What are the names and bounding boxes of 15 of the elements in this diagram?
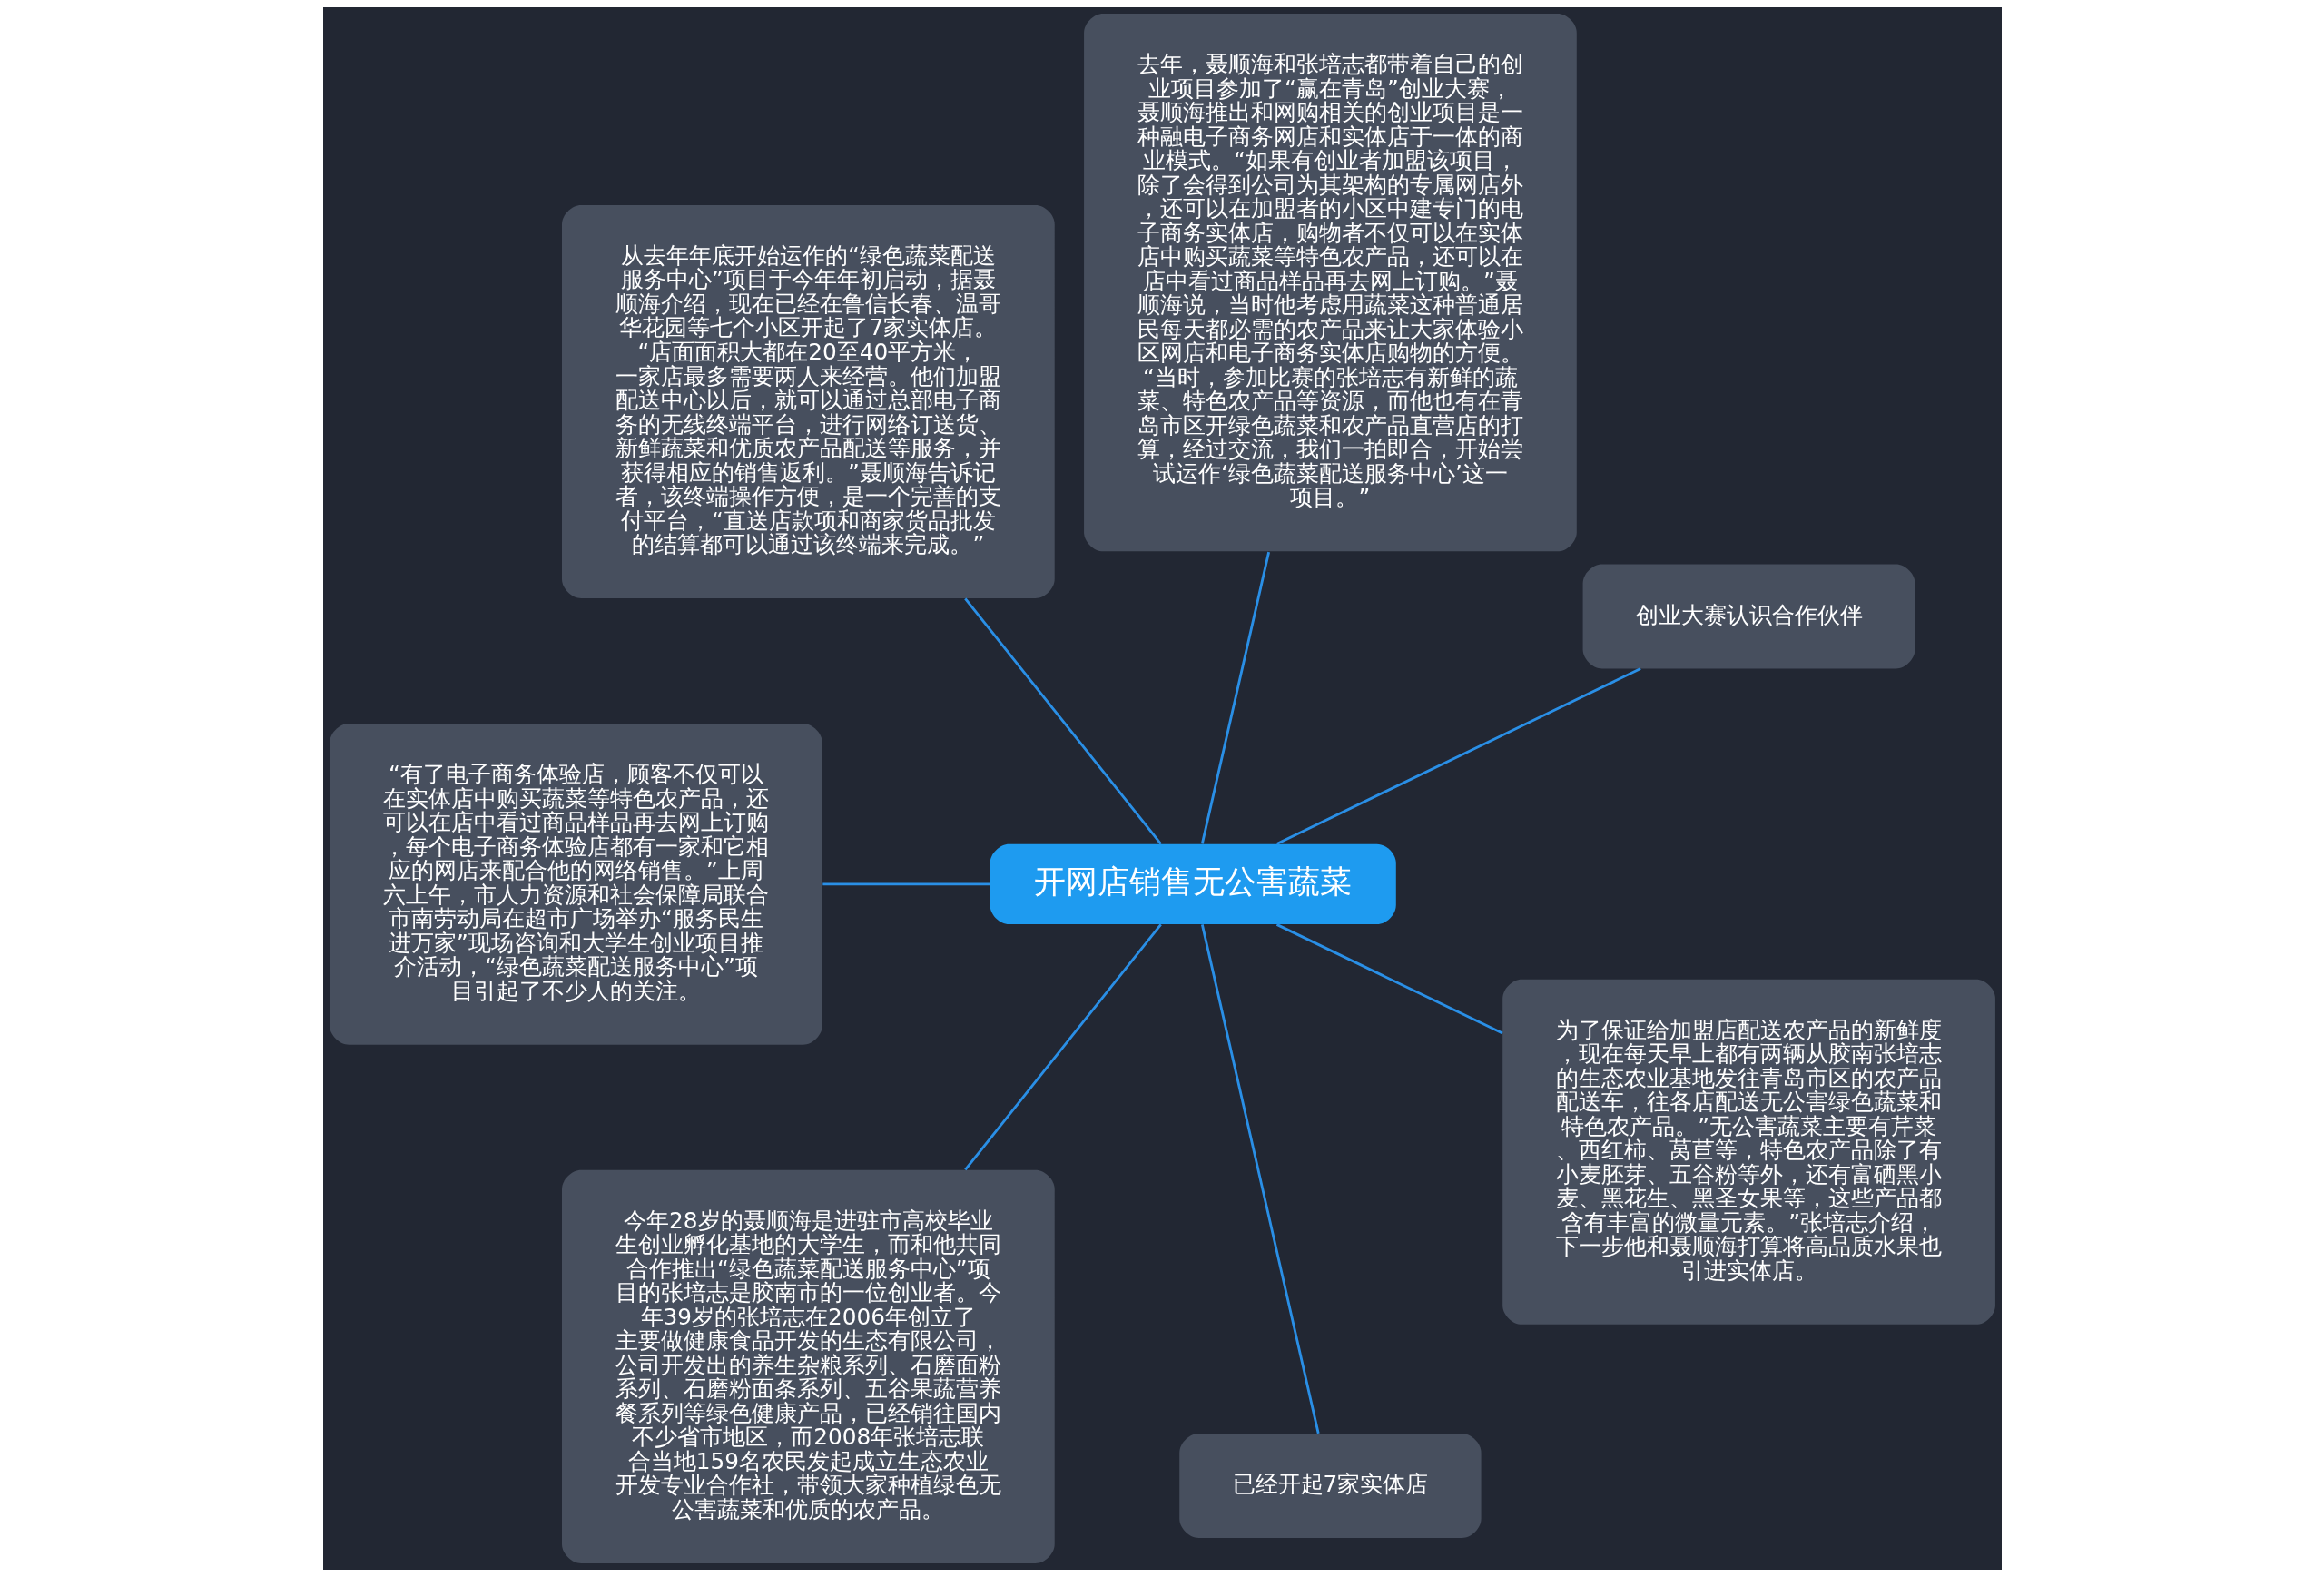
connector bbox=[1200, 924, 1320, 1434]
node-box: 从去年年底开始运作的“绿色蔬菜配送服务中心”项目于今年年初启动，据聂顺海介绍，现在已经在鲁信长春、温哥华花园等七个小区开起了7家实体店。“店面面积大都在20至40平方米，一家店最多需要两人来经营。他们加盟配送中心以后，就可以通过总部电子商务的无线终端平台，进行网络订送货、新鲜蔬菜和优质农产品配送等服务，并获得相应的销售返利。”聂顺海告诉记者，该终端操作方便，是一个完善的支付平台，“直送店款项和商家货品批发的结算都可以通过该终端来完成。” bbox=[561, 204, 1055, 599]
connector bbox=[963, 597, 1162, 845]
connector bbox=[1200, 551, 1270, 844]
connector bbox=[1275, 923, 1503, 1035]
node-box: 去年，聂顺海和张培志都带着自己的创业项目参加了“赢在青岛”创业大赛，聂顺海推出和网购相关的创业项目是一种融电子商务网店和实体店于一体的商业模式。“如果有创业者加盟该项目，除了会得到公司为其架构的专属网店外，还可以在加盟者的小区中建专门的电子商务实体店，购物者不仅可以在实体店中购买蔬菜等特色农产品，还可以在店中看过商品样品再去网上订购。”聂顺海说，当时他考虑用蔬菜这种普通居民每天都必需的农产品来让大家体验小区网店和电子商务实体店购物的方便。“当时，参加比赛的张培志有新鲜的蔬菜、特色农产品等资源，而他也有在青岛市区开绿色蔬菜和农产品直营店的打算，经过交流，我们一拍即合，开始尝试运作‘绿色蔬菜配送服务中心’这一项目。” bbox=[1083, 14, 1577, 552]
connector bbox=[1275, 667, 1641, 845]
node-box: 今年28岁的聂顺海是进驻市高校毕业生创业孵化基地的大学生，而和他共同合作推出“绿色蔬菜配送服务中心”项目的张培志是胶南市的一位创业者。今年39岁的张培志在2006年创立了主要做健康食品开发的生态有限公司，公司开发出的养生杂粮系列、石磨面粉系列、石磨粉面条系列、五谷果蔬营养餐系列等绿色健康产品，已经销往国内不少省市地区，而2008年张培志联合当地159名农民发起成立生态农业开发专业合作社，带领大家种植绿色无公害蔬菜和优质的农产品。 bbox=[561, 1169, 1055, 1563]
node-box: 创业大赛认识合作伙伴 bbox=[1582, 564, 1915, 669]
connector bbox=[963, 923, 1162, 1171]
node-box: “有了电子商务体验店，顾客不仅可以在实体店中购买蔬菜等特色农产品，还可以在店中看过商品样品再去网上订购，每个电子商务体验店都有一家和它相应的网店来配合他的网络销售。”上周六上午，市人力资源和社会保障局联合市南劳动局在超市广场举办“服务民生进万家”现场咨询和大学生创业项目推介活动，“绿色蔬菜配送服务中心”项目引起了不少人的关注。 bbox=[329, 724, 822, 1045]
connector bbox=[822, 882, 990, 886]
node-box: 为了保证给加盟店配送农产品的新鲜度，现在每天早上都有两辆从胶南张培志的生态农业基地发往青岛市区的农产品配送车，往各店配送无公害绿色蔬菜和特色农产品。”无公害蔬菜主要有芹菜、西红柿、莴苣等，特色农产品除了有小麦胚芽、五谷粉等外，还有富硒黑小麦、黑花生、黑圣女果等，这些产品都含有丰富的微量元素。”张培志介绍，下一步他和聂顺海打算将高品质水果也引进实体店。 bbox=[1502, 979, 1995, 1325]
node-box: 开网店销售无公害蔬菜 bbox=[990, 843, 1396, 925]
node-box: 已经开起7家实体店 bbox=[1178, 1434, 1482, 1539]
